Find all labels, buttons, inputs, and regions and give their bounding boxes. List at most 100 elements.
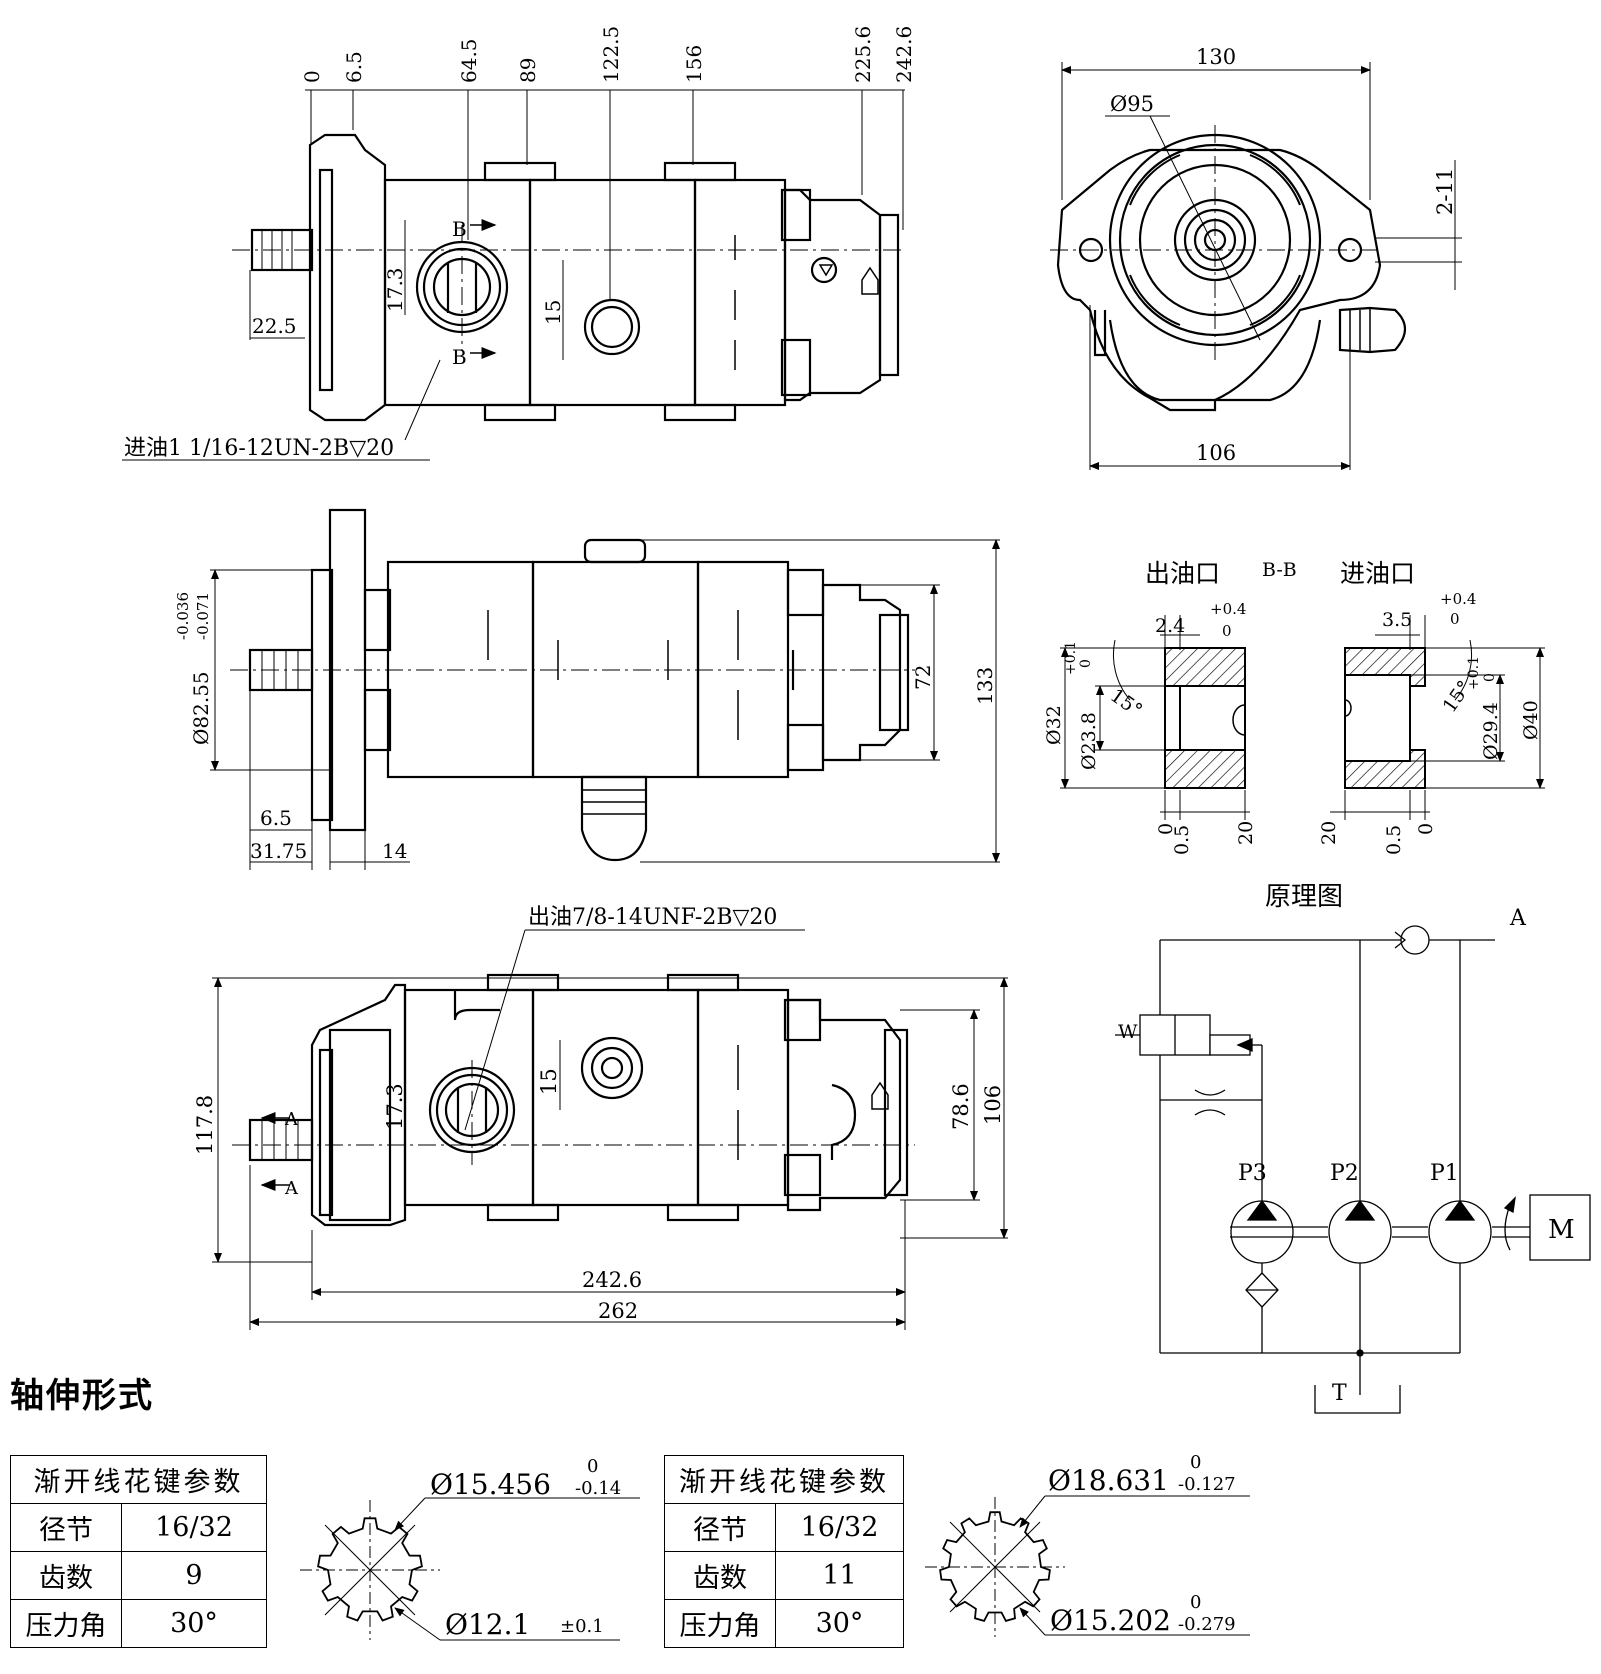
dim-106: 106	[981, 1085, 1005, 1125]
in-tol-0: 0	[1450, 610, 1460, 628]
table-cell-value: 30°	[775, 1599, 904, 1648]
table-cell-label: 径节	[10, 1503, 122, 1552]
dim-106-top: 106	[1196, 441, 1236, 465]
dim-31-75: 31.75	[250, 839, 307, 863]
tick-225-6: 225.6	[851, 26, 875, 83]
top-view	[122, 89, 905, 461]
spline-profile-1	[300, 1497, 640, 1641]
port-section-labels: 出油口 B-B 进油口 2.4 +0.4 0 +0.1 0 15° Ø32 Ø2…	[1043, 559, 1542, 855]
side-view	[210, 508, 1000, 870]
out-b05: 0.5	[1171, 825, 1193, 855]
pump-p3: P3	[1238, 1161, 1267, 1186]
out-2-4: 2.4	[1155, 615, 1185, 637]
shaft-section-title: 轴伸形式	[10, 1376, 154, 1416]
section-a-top: A	[284, 1109, 299, 1130]
valve-w: W	[1118, 1021, 1138, 1043]
pump-p1: P1	[1430, 1161, 1459, 1186]
spline1-outer-lo: -0.14	[575, 1478, 621, 1499]
table-cell-value: 16/32	[121, 1503, 267, 1552]
dim-22-5: 22.5	[252, 314, 297, 338]
spline2-outer-lo: -0.127	[1178, 1474, 1236, 1495]
spline1-inner-tol: ±0.1	[560, 1616, 604, 1637]
spline-table-header: 渐开线花键参数	[664, 1455, 904, 1504]
in-b20: 20	[1318, 821, 1340, 845]
tick-242-6: 242.6	[892, 26, 916, 83]
spline-table-header: 渐开线花键参数	[10, 1455, 267, 1504]
outlet-callout: 出油7/8-14UNF-2B▽20	[528, 905, 777, 930]
dim-130: 130	[1196, 45, 1236, 69]
schematic-title: 原理图	[1265, 882, 1343, 912]
out-angle: 15°	[1106, 684, 1146, 721]
tick-122-5: 122.5	[599, 26, 623, 83]
end-view	[1050, 62, 1462, 470]
dim-72: 72	[911, 665, 935, 690]
inlet-callout: 进油1 1/16-12UN-2B▽20	[124, 436, 394, 461]
dim-15: 15	[541, 300, 565, 325]
spline2-outer: Ø18.631	[1048, 1464, 1169, 1497]
dim-dia-95: Ø95	[1110, 92, 1154, 116]
spline2-outer-up: 0	[1190, 1452, 1201, 1473]
port-a: A	[1509, 906, 1527, 931]
spline2-inner-lo: -0.279	[1178, 1614, 1236, 1635]
top-view-labels: 0 6.5 64.5 89 122.5 156 225.6 242.6 17.3…	[124, 26, 916, 461]
spline-profile-2	[925, 1495, 1250, 1637]
end-view-labels: 130 Ø95 2-11 106	[1110, 45, 1457, 465]
port-section	[1060, 615, 1545, 820]
out-tol: +0.4	[1210, 600, 1246, 618]
in-tol: +0.4	[1440, 590, 1476, 608]
bottom-view	[212, 929, 1008, 1330]
dim-17-3: 17.3	[383, 267, 407, 312]
table-cell-label: 压力角	[664, 1599, 776, 1648]
section-bb: B-B	[1262, 559, 1297, 581]
tol-upper: -0.036	[174, 592, 192, 640]
spline2-inner: Ø15.202	[1050, 1604, 1171, 1637]
bottom-view-labels: 出油7/8-14UNF-2B▽20 117.8 17.3 15 78.6 106…	[193, 905, 1005, 1323]
table-cell-label: 齿数	[10, 1551, 122, 1600]
out-tol-side: +0.1	[1063, 641, 1079, 675]
dim-6-5: 6.5	[260, 806, 292, 830]
port-t: T	[1332, 1381, 1347, 1406]
in-b0: 0	[1415, 823, 1437, 835]
table-cell-label: 径节	[664, 1503, 776, 1552]
tick-89: 89	[516, 58, 540, 83]
dim-14: 14	[382, 839, 407, 863]
inlet-title: 进油口	[1340, 559, 1415, 588]
section-b-bottom: B	[452, 345, 467, 369]
in-tol-side-0: 0	[1482, 673, 1498, 682]
in-b05: 0.5	[1383, 825, 1405, 855]
dim-17-3-b: 17.3	[383, 1083, 407, 1130]
tick-156: 156	[682, 45, 706, 83]
spline1-inner: Ø12.1	[445, 1608, 530, 1641]
in-tol-side: +0.1	[1466, 656, 1482, 690]
spline-labels: Ø15.456 0 -0.14 Ø12.1 ±0.1 Ø18.631 0 -0.…	[430, 1452, 1236, 1641]
tol-lower: -0.071	[194, 592, 212, 640]
pump-p2: P2	[1330, 1161, 1359, 1186]
out-b0: 0	[1155, 823, 1177, 835]
dim-2-11: 2-11	[1433, 168, 1457, 215]
in-3-5: 3.5	[1382, 609, 1412, 631]
in-d29-4: Ø29.4	[1480, 702, 1502, 760]
spline2-inner-up: 0	[1190, 1592, 1201, 1613]
tick-6-5: 6.5	[342, 51, 366, 83]
table-cell-value: 16/32	[775, 1503, 904, 1552]
out-tol-0: 0	[1222, 622, 1232, 640]
dim-117-8: 117.8	[193, 1095, 217, 1155]
table-cell-label: 齿数	[664, 1551, 776, 1600]
dim-262: 262	[598, 1299, 638, 1323]
hydraulic-schematic	[1115, 925, 1591, 1414]
out-d32: Ø32	[1043, 705, 1065, 745]
section-a-bottom: A	[284, 1178, 299, 1199]
out-b20: 20	[1235, 821, 1257, 845]
out-d23-8: Ø23.8	[1078, 712, 1100, 770]
side-view-labels: Ø82.55 -0.036 -0.071 72 133 6.5 31.75 14	[174, 592, 997, 863]
dim-shaft-dia: Ø82.55	[189, 671, 213, 745]
dim-133: 133	[973, 667, 997, 705]
tick-64-5: 64.5	[457, 38, 481, 83]
spline1-outer: Ø15.456	[430, 1468, 551, 1501]
schematic-labels: 原理图 A T W P3 P2 P1 M	[1118, 882, 1575, 1406]
motor-m: M	[1548, 1215, 1575, 1245]
dim-15-b: 15	[537, 1068, 561, 1095]
